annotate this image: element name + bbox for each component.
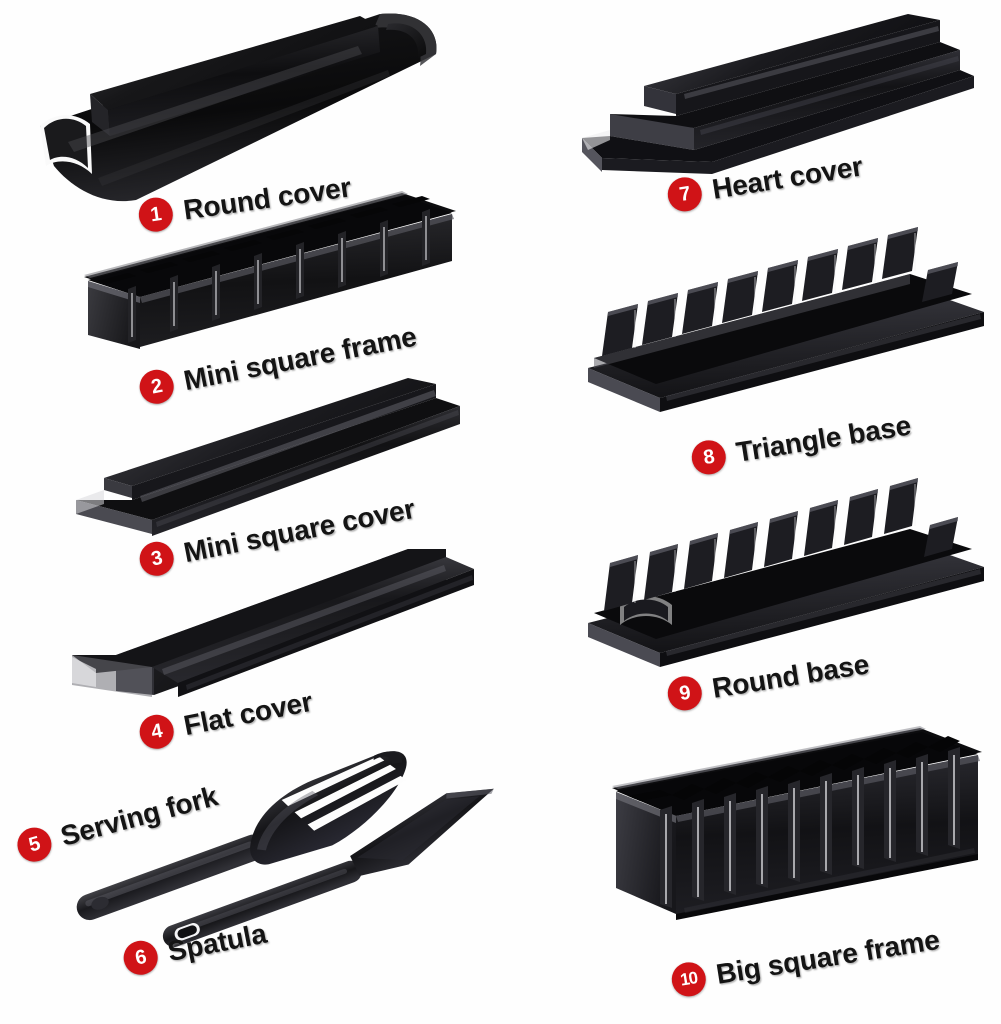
part-4-flat-cover [56, 545, 486, 715]
part-8-triangle-base [580, 218, 990, 423]
badge-number-4: 4 [136, 711, 177, 752]
badge-number-8: 8 [689, 437, 729, 477]
part-10-big-square-frame [590, 718, 990, 968]
part-9-round-base [580, 475, 990, 675]
badge-number-10: 10 [669, 959, 709, 999]
part-6-spatula [140, 788, 530, 950]
badge-number-2: 2 [136, 366, 177, 407]
part-1-round-cover [28, 8, 448, 208]
part-2-mini-square-frame [52, 185, 472, 365]
badge-number-1: 1 [136, 195, 176, 234]
badge-number-7: 7 [665, 174, 705, 214]
badge-number-9: 9 [665, 673, 705, 713]
badge-number-3: 3 [136, 538, 177, 579]
part-5-serving-fork [48, 751, 448, 932]
badge-number-6: 6 [120, 937, 161, 978]
part-3-mini-square-cover [56, 372, 476, 536]
part-7-heart-cover [548, 10, 978, 190]
